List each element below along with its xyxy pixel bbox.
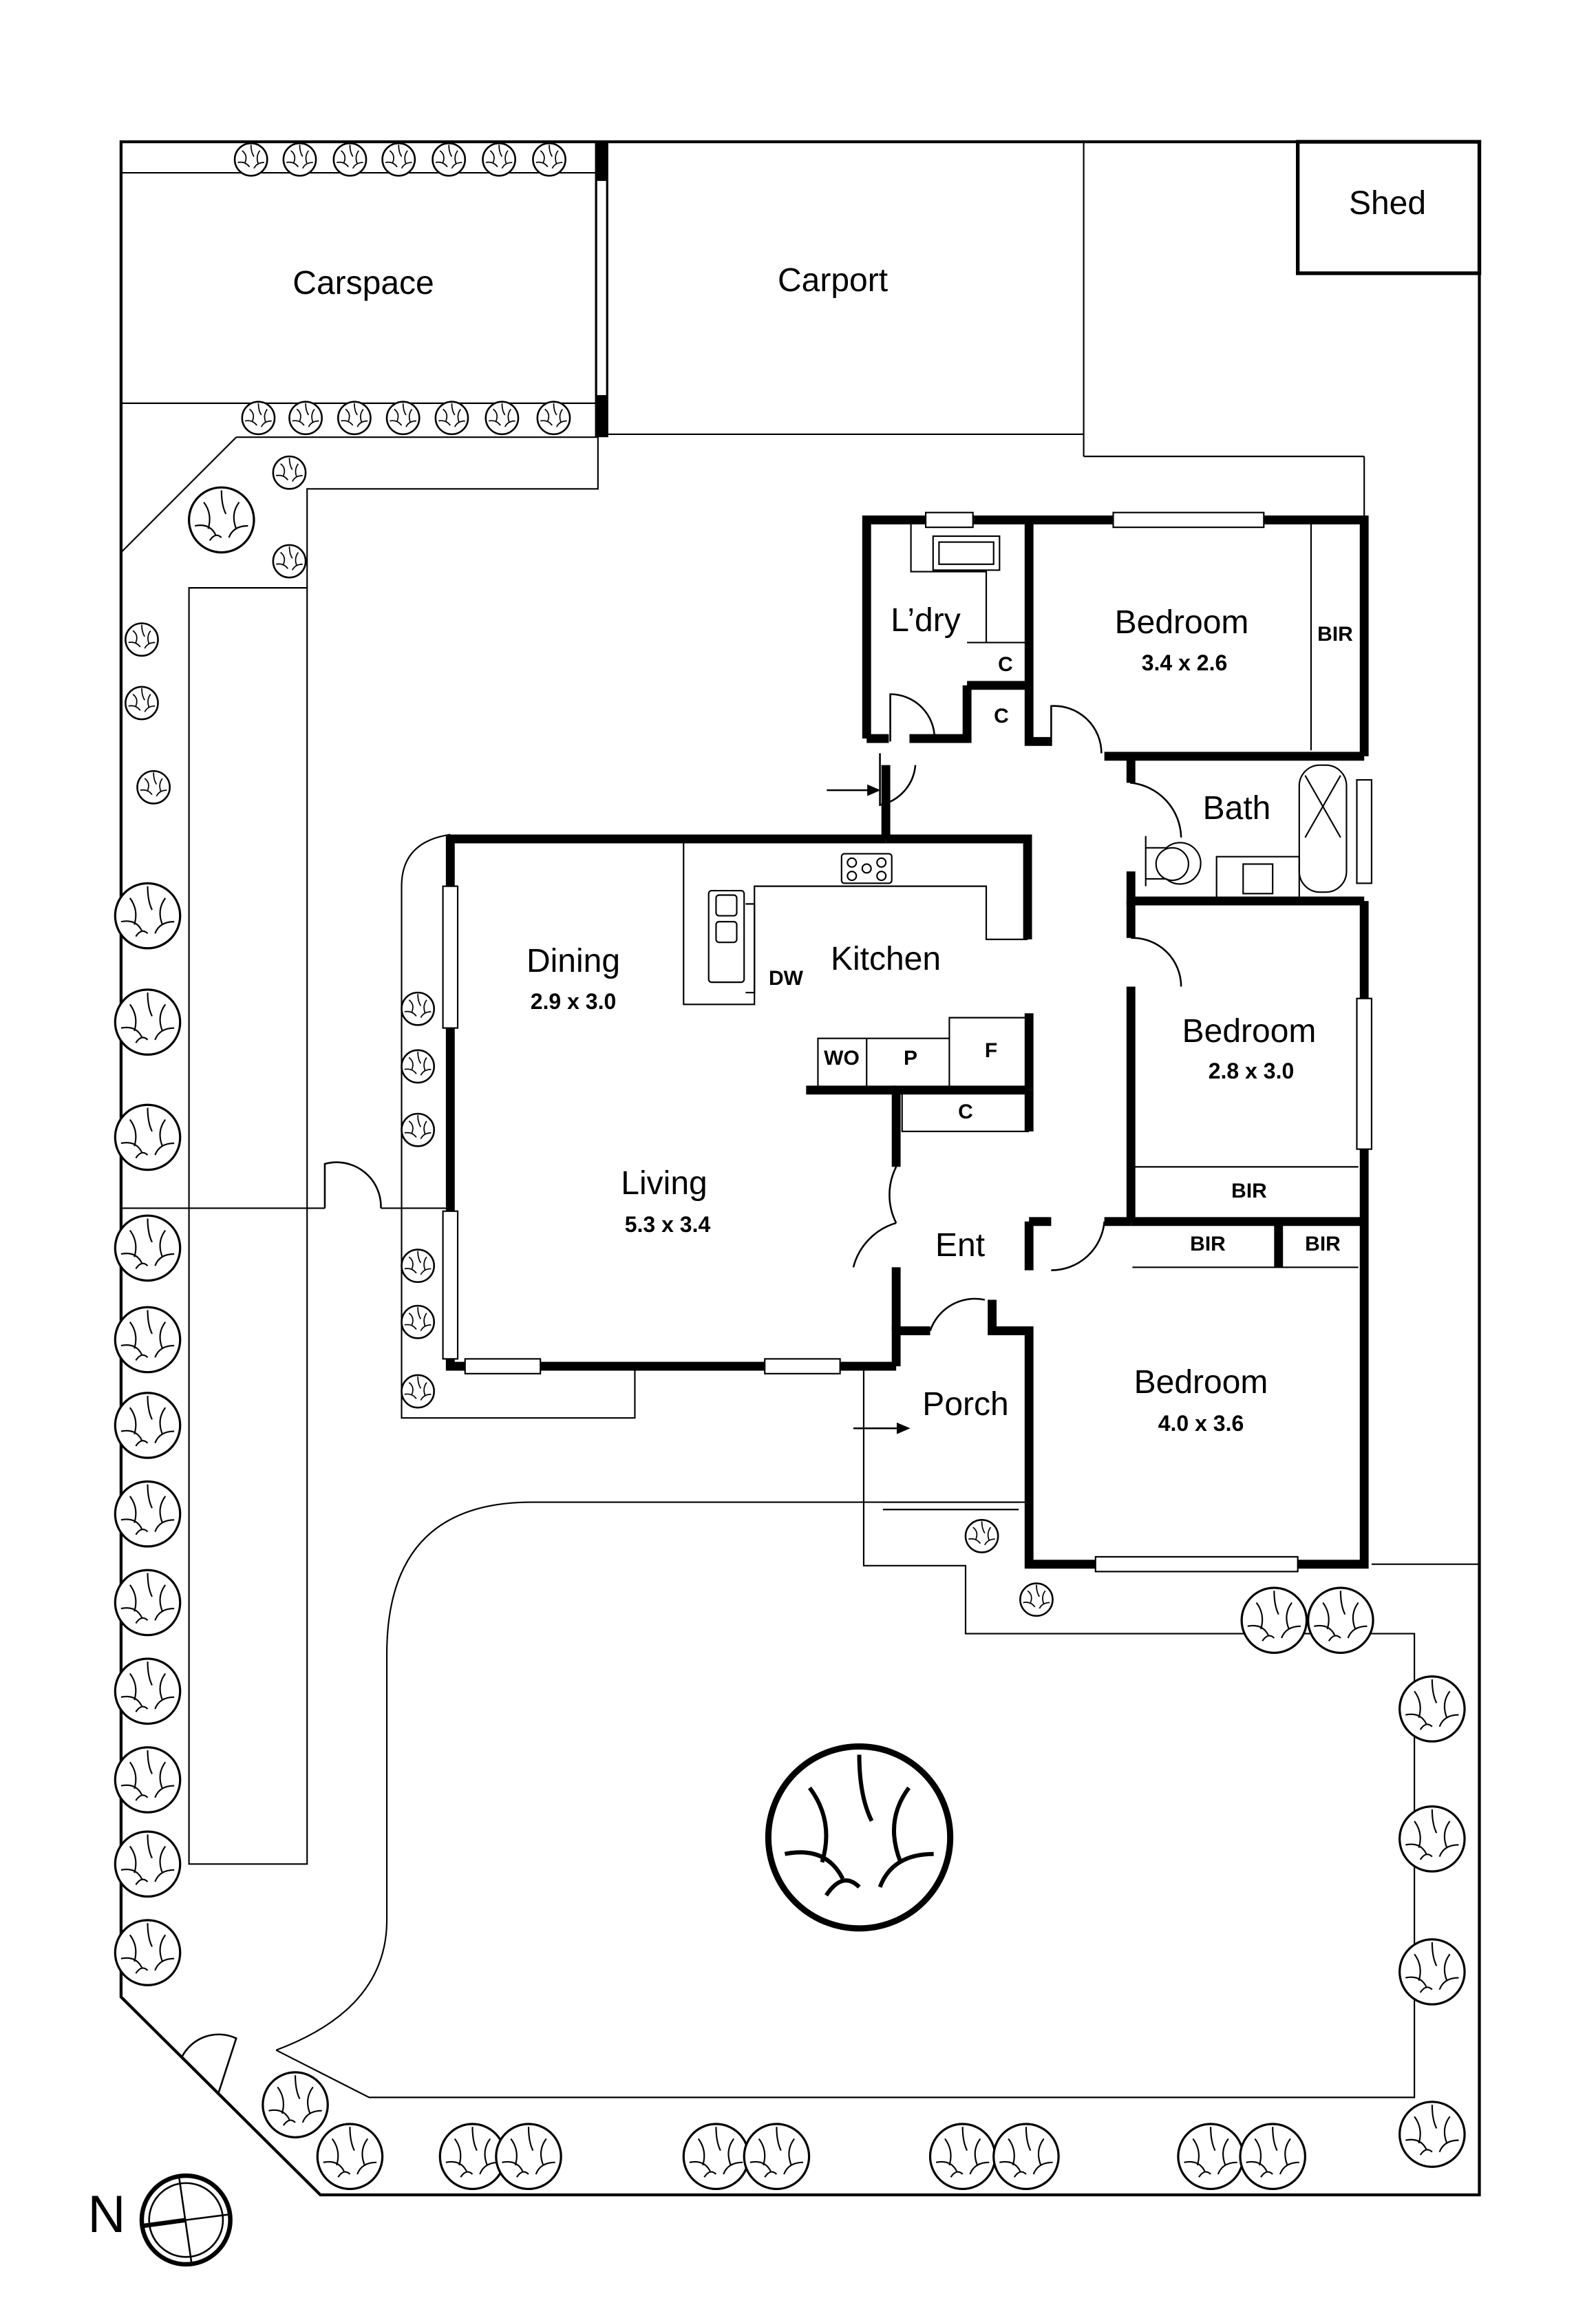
label-bedroom-3: Bedroom <box>1134 1364 1268 1401</box>
label-bath: Bath <box>1202 790 1271 827</box>
label-cupboard-hall: C <box>958 1101 973 1123</box>
door-swings <box>180 693 1182 2094</box>
label-living: Living <box>621 1165 707 1202</box>
dims-bedroom-1: 3.4 x 2.6 <box>1141 650 1228 675</box>
label-shed: Shed <box>1348 185 1427 222</box>
label-pantry: P <box>903 1047 918 1070</box>
shed-outline <box>1295 140 1482 275</box>
label-dishwasher: DW <box>769 967 803 990</box>
house-walls <box>445 515 1369 1569</box>
label-bir-bedroom-3b: BIR <box>1305 1233 1341 1255</box>
north-label: N <box>87 2185 126 2244</box>
label-laundry-cupboard-1: C <box>998 653 1013 676</box>
entry-arrows <box>827 784 911 1434</box>
carport-gate <box>595 142 608 438</box>
label-laundry-cupboard-2: C <box>994 705 1009 727</box>
label-bedroom-1: Bedroom <box>1114 604 1249 641</box>
label-carspace: Carspace <box>292 265 434 301</box>
label-carport: Carport <box>777 262 889 299</box>
label-kitchen: Kitchen <box>830 941 941 977</box>
label-wall-oven: WO <box>824 1047 860 1070</box>
label-bir-bedroom-2: BIR <box>1231 1180 1267 1202</box>
dims-dining: 2.9 x 3.0 <box>530 989 617 1014</box>
north-compass-icon <box>139 2173 233 2267</box>
label-dining: Dining <box>526 943 621 979</box>
label-bedroom-2: Bedroom <box>1182 1013 1317 1050</box>
dims-living: 5.3 x 3.4 <box>624 1212 711 1237</box>
label-bir-bedroom-1: BIR <box>1317 623 1353 646</box>
label-porch: Porch <box>922 1386 1009 1423</box>
dims-bedroom-2: 2.8 x 3.0 <box>1208 1059 1295 1083</box>
label-laundry: L’dry <box>891 602 961 639</box>
label-entry: Ent <box>935 1227 986 1264</box>
fixtures <box>683 520 1359 1511</box>
windows <box>442 511 1372 1573</box>
site-lines <box>120 142 1480 2196</box>
label-bir-bedroom-3a: BIR <box>1190 1233 1226 1255</box>
label-fridge: F <box>984 1039 998 1062</box>
dims-bedroom-3: 4.0 x 3.6 <box>1158 1411 1244 1436</box>
